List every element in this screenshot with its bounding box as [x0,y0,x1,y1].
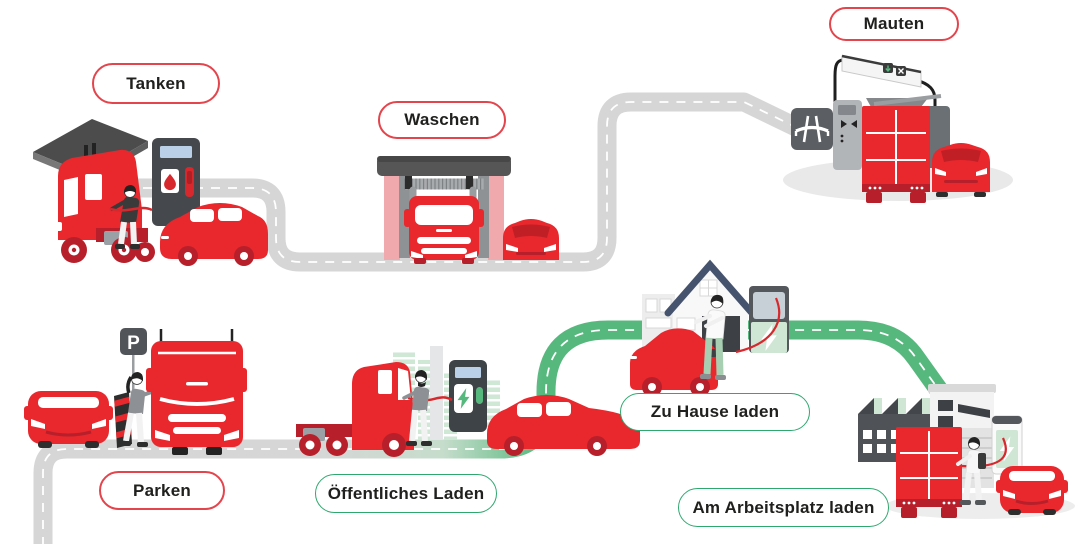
fuel-pump [152,138,200,226]
truck-parken [146,329,247,455]
workplace-charging-scene [858,384,1075,519]
mauten-scene [783,54,1013,203]
person-home-charging [694,294,726,380]
toll-barrier-arm [873,94,942,106]
charging-cable [735,297,781,354]
x-icon [896,66,906,76]
truck-public-charging [296,362,414,457]
road-green-bottom [33,320,959,544]
fuel-hose [109,206,153,212]
autobahn-icon [791,108,833,150]
label-tanken: Tanken [92,63,220,104]
public-charging-scene [296,346,640,457]
home-wallbox [749,286,789,353]
label-am-arbeitsplatz-laden: Am Arbeitsplatz laden [678,488,889,527]
person-public-charging [402,370,432,446]
label-zu-hause-laden: Zu Hause laden [620,393,810,431]
house-roof [664,259,756,317]
toll-pillar-left [833,100,862,170]
parking-sign-icon: P [120,328,147,398]
waschen-scene [377,156,559,264]
parking-sign-letter: P [127,333,140,354]
road-gray-top [126,92,811,272]
truck-workplace [896,427,962,518]
car-waschen [503,219,559,260]
car-public-charging [487,395,640,456]
truck-tanken [56,143,155,263]
charging-station-public [449,360,487,432]
tanken-scene [33,119,268,266]
person-parken [120,372,159,447]
car-workplace [996,466,1068,515]
car-parken [24,391,113,448]
car-tanken [160,203,268,266]
toll-gantry [833,54,950,170]
truck-mauten [862,98,930,203]
person-workplace [956,437,986,505]
parken-scene: P [24,328,247,455]
down-arrow-icon [883,63,893,73]
label-mauten: Mauten [829,7,959,41]
car-mauten [932,143,990,197]
label-oeffentliches-laden: Öffentliches Laden [315,474,497,513]
charging-station-workplace [991,415,1023,475]
home-charging-scene [630,259,789,397]
label-parken: Parken [99,471,225,510]
label-waschen: Waschen [378,101,506,139]
truck-waschen [404,196,484,264]
